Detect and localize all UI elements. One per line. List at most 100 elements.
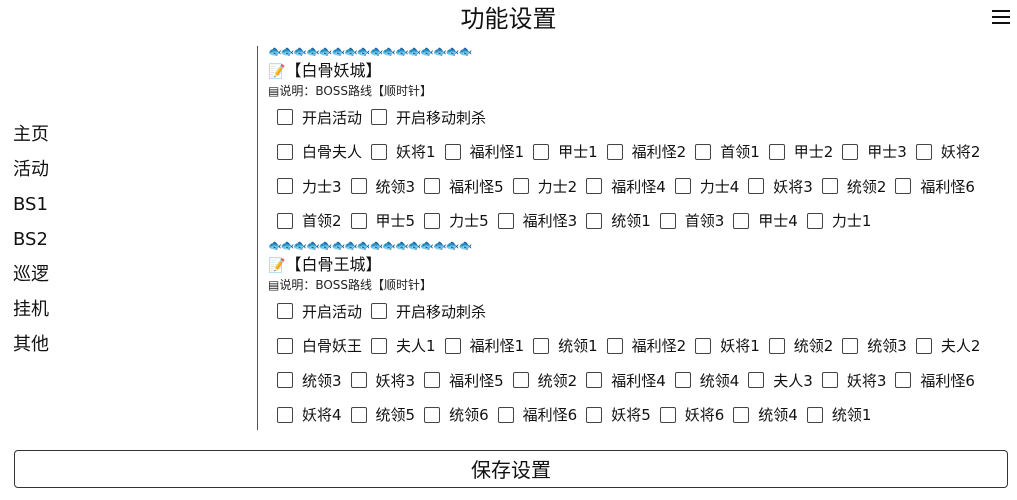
checkbox-option[interactable]: 夫人1: [371, 335, 436, 356]
checkbox-option[interactable]: 白骨夫人: [277, 141, 362, 162]
checkbox-option[interactable]: 福利怪4: [586, 176, 666, 197]
checkbox-option[interactable]: 妖将3: [748, 176, 813, 197]
checkbox[interactable]: [371, 109, 388, 126]
checkbox[interactable]: [659, 212, 676, 229]
checkbox[interactable]: [350, 372, 367, 389]
checkbox[interactable]: [512, 178, 529, 195]
checkbox[interactable]: [821, 178, 838, 195]
checkbox-option[interactable]: 夫人2: [915, 335, 980, 356]
checkbox-option[interactable]: 统领1: [533, 335, 598, 356]
sidebar-item-activity[interactable]: 活动: [13, 159, 49, 180]
checkbox-option[interactable]: 福利怪1: [444, 141, 524, 162]
checkbox-option[interactable]: 妖将5: [586, 404, 651, 425]
checkbox-option[interactable]: 甲士2: [768, 141, 833, 162]
checkbox-option[interactable]: 统领4: [674, 370, 739, 391]
checkbox-option[interactable]: 统领6: [424, 404, 489, 425]
checkbox-option[interactable]: 统领5: [350, 404, 415, 425]
checkbox[interactable]: [497, 212, 514, 229]
checkbox-option[interactable]: 妖将1: [695, 335, 760, 356]
checkbox[interactable]: [277, 212, 293, 229]
checkbox-option[interactable]: 福利怪4: [586, 370, 666, 391]
checkbox-option[interactable]: 力士4: [674, 176, 739, 197]
checkbox-option[interactable]: 妖将6: [659, 404, 724, 425]
hamburger-icon[interactable]: [992, 10, 1010, 26]
settings-content[interactable]: 🐟🐟🐟🐟🐟🐟🐟🐟🐟🐟🐟🐟🐟🐟🐟🐟📝【白骨妖城】▤说明：BOSS路线【顺时针】开启…: [268, 44, 1008, 430]
checkbox[interactable]: [371, 337, 388, 354]
checkbox[interactable]: [695, 337, 712, 354]
checkbox-option[interactable]: 首领3: [659, 210, 724, 231]
sidebar-item-idle[interactable]: 挂机: [13, 299, 49, 320]
checkbox[interactable]: [768, 143, 785, 160]
checkbox[interactable]: [821, 372, 838, 389]
checkbox[interactable]: [915, 143, 932, 160]
checkbox[interactable]: [586, 372, 603, 389]
checkbox-option[interactable]: 甲士4: [733, 210, 798, 231]
checkbox-option[interactable]: 福利怪6: [497, 404, 577, 425]
checkbox-option[interactable]: 甲士1: [533, 141, 598, 162]
checkbox[interactable]: [806, 212, 823, 229]
checkbox[interactable]: [895, 372, 912, 389]
sidebar-item-patrol[interactable]: 巡逻: [13, 264, 49, 285]
checkbox-option[interactable]: 开启移动刺杀: [371, 107, 486, 128]
checkbox[interactable]: [424, 178, 441, 195]
checkbox-option[interactable]: 力士3: [277, 176, 342, 197]
checkbox[interactable]: [895, 178, 912, 195]
checkbox-option[interactable]: 统领2: [821, 176, 886, 197]
checkbox[interactable]: [497, 406, 514, 423]
checkbox[interactable]: [424, 372, 441, 389]
checkbox-option[interactable]: 首领1: [695, 141, 760, 162]
checkbox-option[interactable]: 统领2: [768, 335, 833, 356]
checkbox[interactable]: [444, 337, 461, 354]
sidebar-item-other[interactable]: 其他: [13, 334, 49, 355]
checkbox[interactable]: [842, 143, 859, 160]
checkbox[interactable]: [915, 337, 932, 354]
save-button[interactable]: 保存设置: [14, 450, 1008, 488]
checkbox-option[interactable]: 统领3: [842, 335, 907, 356]
checkbox-option[interactable]: 妖将2: [915, 141, 980, 162]
checkbox[interactable]: [371, 303, 388, 320]
checkbox-option[interactable]: 福利怪2: [606, 335, 686, 356]
checkbox-option[interactable]: 福利怪2: [606, 141, 686, 162]
checkbox[interactable]: [586, 178, 603, 195]
checkbox-option[interactable]: 统领1: [806, 404, 871, 425]
checkbox[interactable]: [277, 178, 293, 195]
checkbox[interactable]: [512, 372, 529, 389]
checkbox-option[interactable]: 福利怪5: [424, 370, 504, 391]
checkbox[interactable]: [277, 337, 293, 354]
checkbox[interactable]: [444, 143, 461, 160]
checkbox[interactable]: [733, 406, 750, 423]
checkbox-option[interactable]: 力士1: [806, 210, 871, 231]
checkbox[interactable]: [733, 212, 750, 229]
checkbox-option[interactable]: 开启活动: [277, 107, 362, 128]
checkbox-option[interactable]: 力士2: [512, 176, 577, 197]
checkbox-option[interactable]: 甲士5: [350, 210, 415, 231]
checkbox-option[interactable]: 妖将1: [371, 141, 436, 162]
checkbox-option[interactable]: 开启活动: [277, 301, 362, 322]
checkbox[interactable]: [424, 212, 441, 229]
checkbox-option[interactable]: 福利怪6: [895, 176, 975, 197]
checkbox[interactable]: [586, 406, 603, 423]
checkbox[interactable]: [674, 178, 691, 195]
checkbox-option[interactable]: 统领1: [586, 210, 651, 231]
checkbox-option[interactable]: 力士5: [424, 210, 489, 231]
checkbox-option[interactable]: 统领3: [277, 370, 342, 391]
checkbox[interactable]: [277, 372, 293, 389]
checkbox[interactable]: [350, 178, 367, 195]
checkbox-option[interactable]: 福利怪5: [424, 176, 504, 197]
checkbox[interactable]: [806, 406, 823, 423]
checkbox[interactable]: [674, 372, 691, 389]
checkbox[interactable]: [277, 143, 293, 160]
checkbox[interactable]: [695, 143, 712, 160]
checkbox-option[interactable]: 妖将4: [277, 404, 342, 425]
checkbox-option[interactable]: 甲士3: [842, 141, 907, 162]
checkbox[interactable]: [424, 406, 441, 423]
checkbox-option[interactable]: 统领4: [733, 404, 798, 425]
checkbox[interactable]: [277, 303, 293, 320]
checkbox[interactable]: [533, 143, 550, 160]
checkbox[interactable]: [371, 143, 388, 160]
checkbox-option[interactable]: 夫人3: [748, 370, 813, 391]
checkbox[interactable]: [768, 337, 785, 354]
checkbox-option[interactable]: 开启移动刺杀: [371, 301, 486, 322]
checkbox[interactable]: [842, 337, 859, 354]
checkbox-option[interactable]: 统领3: [350, 176, 415, 197]
